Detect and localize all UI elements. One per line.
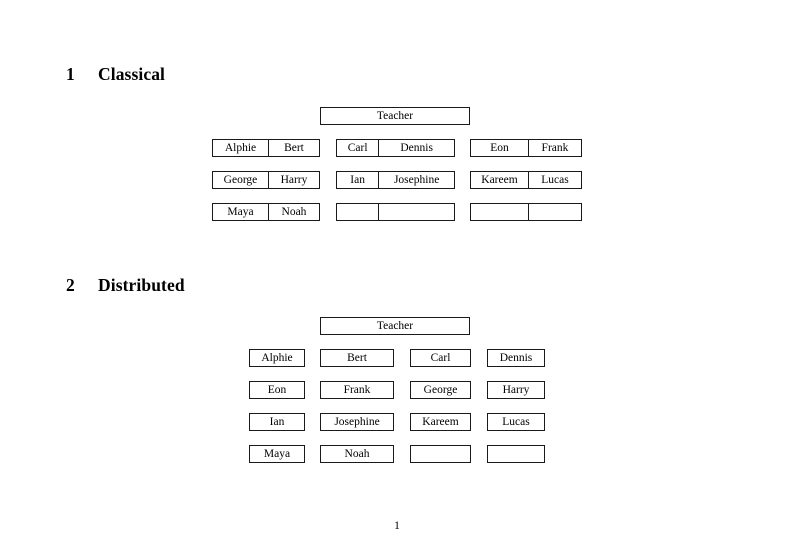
student-box: Eon — [249, 381, 305, 399]
pair-row: Kareem Lucas — [470, 171, 582, 189]
student-cell: Ian — [350, 174, 365, 186]
student-cell: Lucas — [527, 172, 581, 188]
student-box: Ian — [249, 413, 305, 431]
student-cell: Josephine — [378, 172, 454, 188]
student-box: Frank — [320, 381, 394, 399]
student-box — [487, 445, 545, 463]
pair-row — [336, 203, 455, 221]
section-title: Distributed — [98, 275, 185, 295]
pair-row — [470, 203, 582, 221]
section-heading-classical: 1 Classical — [66, 64, 165, 85]
student-cell — [337, 204, 378, 220]
student-cell: Kareem — [481, 174, 518, 186]
section-number: 1 — [66, 64, 75, 84]
student-box: Josephine — [320, 413, 394, 431]
student-box — [410, 445, 471, 463]
page-number: 1 — [394, 520, 400, 532]
pair-row: Maya Noah — [212, 203, 320, 221]
student-cell: Harry — [267, 172, 319, 188]
student-box: Harry — [487, 381, 545, 399]
student-cell: George — [223, 174, 258, 186]
student-box: George — [410, 381, 471, 399]
student-cell: Carl — [347, 142, 368, 154]
student-box: Dennis — [487, 349, 545, 367]
student-cell: Frank — [527, 140, 581, 156]
student-box: Maya — [249, 445, 305, 463]
student-box: Noah — [320, 445, 394, 463]
student-box: Carl — [410, 349, 471, 367]
pair-row: Carl Dennis — [336, 139, 455, 157]
pair-row: Alphie Bert — [212, 139, 320, 157]
student-cell: Noah — [267, 204, 319, 220]
pair-row: Ian Josephine — [336, 171, 455, 189]
student-cell: Maya — [227, 206, 254, 218]
student-cell — [471, 204, 528, 220]
section-title: Classical — [98, 64, 166, 84]
student-cell: Bert — [267, 140, 319, 156]
student-box: Kareem — [410, 413, 471, 431]
section-number: 2 — [66, 275, 75, 295]
student-box: Alphie — [249, 349, 305, 367]
student-cell: Dennis — [378, 140, 454, 156]
student-cell — [378, 204, 454, 220]
pair-row: George Harry — [212, 171, 320, 189]
teacher-box-distributed: Teacher — [320, 317, 470, 335]
student-box: Bert — [320, 349, 394, 367]
section-heading-distributed: 2 Distributed — [66, 275, 185, 296]
teacher-box-classical: Teacher — [320, 107, 470, 125]
pair-row: Eon Frank — [470, 139, 582, 157]
student-cell: Alphie — [224, 142, 257, 154]
student-box: Lucas — [487, 413, 545, 431]
student-cell — [527, 204, 581, 220]
student-cell: Eon — [490, 142, 509, 154]
